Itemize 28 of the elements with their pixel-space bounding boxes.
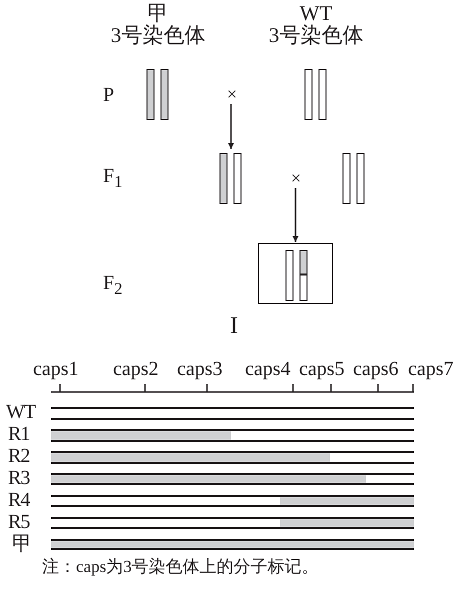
- marker-label: caps6: [353, 358, 399, 380]
- arrow: [228, 104, 234, 149]
- chromosome-label: 3号染色体: [110, 24, 206, 48]
- row-label: R4: [8, 490, 30, 510]
- strain-label: 甲: [148, 2, 170, 25]
- generation-label: F$_{2}$: [103, 272, 122, 298]
- row-label: R1: [8, 424, 30, 444]
- offspring-box: [258, 243, 333, 304]
- cross-symbol: ×: [226, 84, 238, 104]
- arrow: [292, 188, 298, 242]
- note-text: 注：caps为3号染色体上的分子标记。: [42, 558, 319, 577]
- marker-label: caps3: [177, 358, 223, 380]
- row-label: R5: [8, 512, 30, 532]
- generation-label: F$_{1}$: [103, 165, 122, 192]
- figure-number: I: [230, 313, 238, 340]
- cross-symbol: ×: [290, 168, 302, 188]
- marker-label: caps4: [245, 358, 291, 380]
- marker-label: caps5: [299, 358, 345, 380]
- strain-label: WT: [298, 2, 334, 25]
- row-label: R2: [8, 446, 30, 466]
- row-label: 甲: [12, 534, 31, 554]
- generation-label: P: [103, 84, 114, 106]
- marker-label: caps7: [408, 358, 454, 380]
- row-label: R3: [8, 468, 30, 488]
- marker-label: caps1: [33, 358, 79, 380]
- marker-label: caps2: [113, 358, 159, 380]
- chromosome-label: 3号染色体: [268, 24, 364, 48]
- row-label: WT: [6, 402, 36, 422]
